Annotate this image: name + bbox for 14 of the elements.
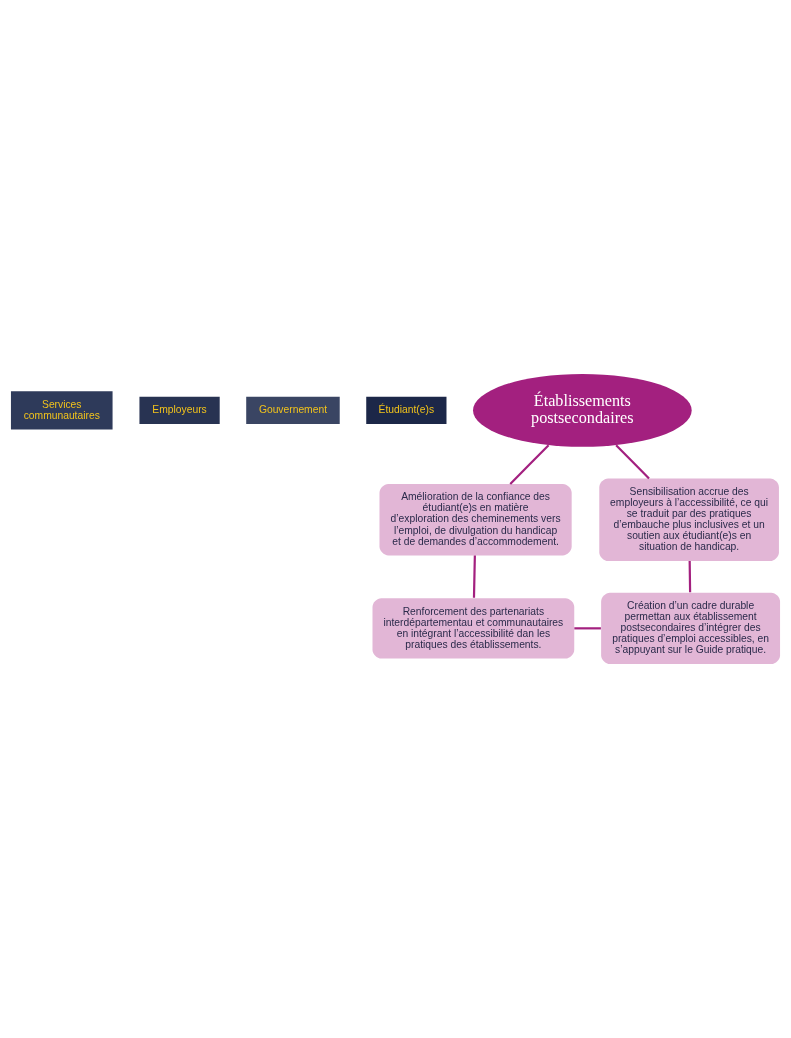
connector — [509, 444, 550, 485]
connector — [615, 444, 650, 480]
connector — [688, 560, 692, 593]
node-box: Renforcement des partenariats interdépartementau et communautaires en intégrant l’accessibilité dan les pratiques des établissements. — [372, 598, 575, 659]
node-box: Étudiant(e)s — [366, 396, 447, 424]
node-box: Services communautaires — [10, 391, 113, 430]
connector — [574, 627, 601, 630]
node-box: Gouvernement — [246, 396, 340, 424]
node-box: Sensibilisation accrue des employeurs à l’accessibilité, ce qui se traduit par des pratiques d’embauche plus inclusives et un soutien aux étudiant(e)s en situation de handicap. — [599, 478, 779, 561]
node-box: Employeurs — [139, 396, 220, 424]
node-box: Amélioration de la confiance des étudiant(e)s en matière d’exploration des cheminements vers l’emploi, de divulgation du handicap et de demandes d’accommodement. — [379, 484, 572, 556]
node-box: Création d’un cadre durable permettan aux établissement postsecondaires d’intégrer des pratiques d’emploi accessibles, en s’appuyant sur le Guide pratique. — [601, 592, 781, 665]
node-ellipse: Établissements postsecondaires — [473, 373, 692, 447]
connector — [472, 555, 476, 598]
